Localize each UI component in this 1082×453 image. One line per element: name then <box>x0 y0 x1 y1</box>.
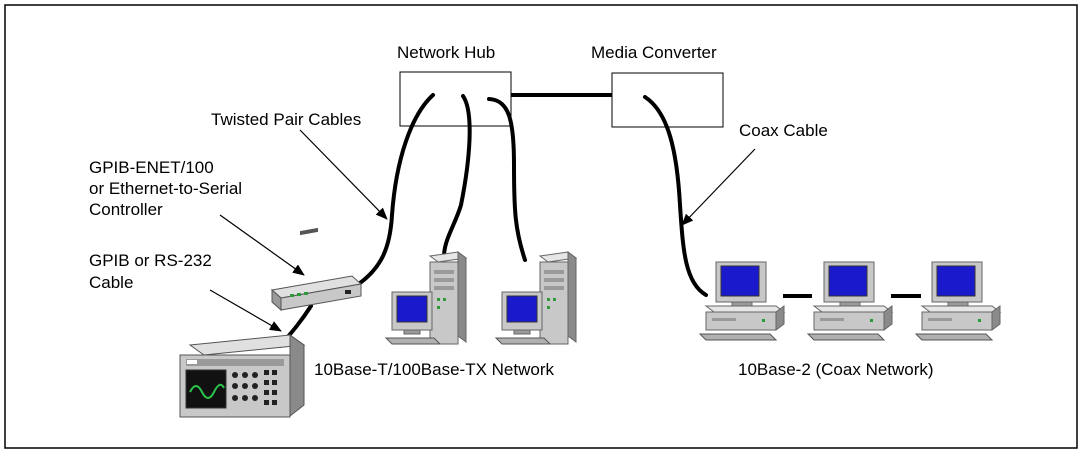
desktop-computer-icon-2 <box>807 261 893 341</box>
tx-network-label: 10Base-T/100Base-TX Network <box>314 360 554 379</box>
coax-cable-label: Coax Cable <box>739 121 828 140</box>
desktop-computer-icon-3 <box>915 261 1001 341</box>
controller-label-line-3: Controller <box>89 200 163 219</box>
gpib-cable-pointer <box>209 289 282 332</box>
network-hub-label: Network Hub <box>397 43 495 62</box>
controller-label-line-2: or Ethernet-to-Serial <box>89 179 242 198</box>
media-converter-label: Media Converter <box>591 43 717 62</box>
coax-pointer <box>681 148 756 226</box>
gpib-cable-label-line-1: GPIB or RS-232 <box>89 251 212 270</box>
coax-cable <box>643 95 708 297</box>
gpib-cable-label-line-2: Cable <box>89 273 133 292</box>
twisted-pair-label: Twisted Pair Cables <box>211 110 361 129</box>
twisted-pair-cable-3 <box>487 97 527 262</box>
instrument-icon <box>179 334 306 418</box>
desktop-computer-icon-1 <box>699 261 785 341</box>
diagram-border <box>4 4 1078 449</box>
tower-computer-icon-1 <box>385 251 467 345</box>
ethernet-controller-icon <box>270 227 363 312</box>
media-converter-box <box>611 72 724 128</box>
twisted-pair-cable-2 <box>442 94 472 257</box>
twisted-pair-pointer <box>299 129 388 220</box>
coax-network-label: 10Base-2 (Coax Network) <box>738 360 934 379</box>
controller-label-line-1: GPIB-ENET/100 <box>89 158 214 177</box>
tower-computer-icon-2 <box>495 251 577 345</box>
twisted-pair-cable-1 <box>358 93 435 285</box>
controller-pointer <box>219 214 305 276</box>
